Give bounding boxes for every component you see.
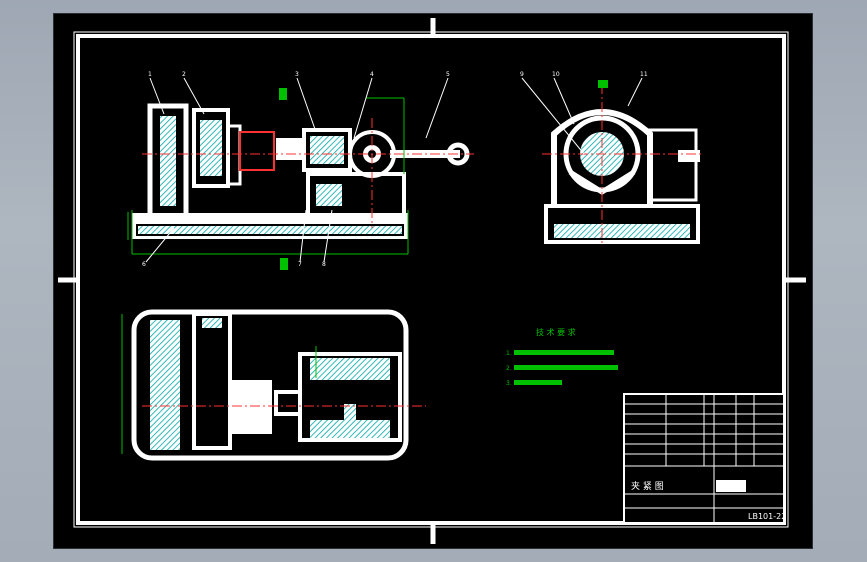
tech-requirement-line: 2. [506,365,512,372]
title-block-name: 夹 紧 图 [631,480,664,492]
title-block: 夹 紧 图 LB101-22 [623,393,786,524]
front-view [127,77,474,270]
part-number-label: 10 [552,71,560,78]
part-number-label: 11 [640,71,648,78]
part-number-label: 1 [148,71,152,78]
tech-requirement-line: 3. [506,380,512,387]
part-number-label: 7 [298,261,302,268]
part-number-label: 6 [142,261,146,268]
part-number-label: 9 [520,71,524,78]
part-number-label: 5 [446,71,450,78]
part-number-label: 2 [182,71,186,78]
tech-requirements: 技 术 要 求 [514,327,618,385]
title-block-code: LB101-22 [748,512,786,521]
tech-requirement-line: 1. [506,350,512,357]
part-number-label: 8 [322,261,326,268]
tech-requirements-title: 技 术 要 求 [536,327,576,337]
side-view [521,77,704,246]
part-number-label: 3 [295,71,299,78]
drawing-border [58,18,806,544]
part-number-label: 4 [370,71,374,78]
top-view [121,309,426,461]
